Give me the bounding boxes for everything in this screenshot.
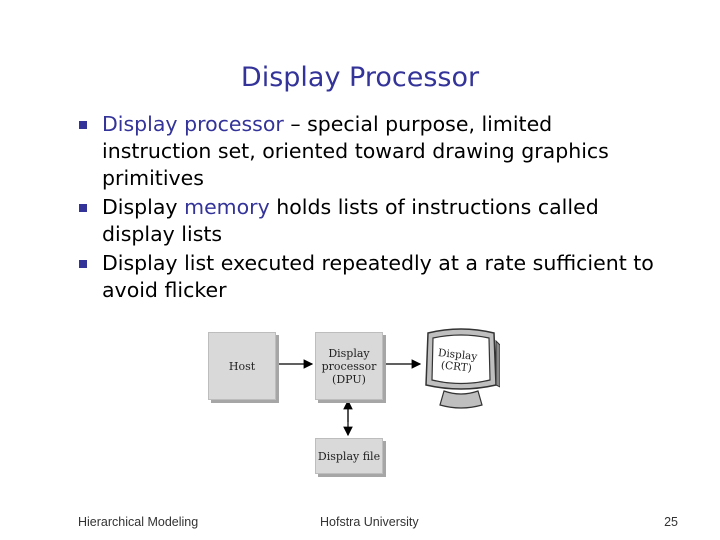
bullet-item: Display list executed repeatedly at a ra… (75, 250, 655, 304)
footer-course: Hierarchical Modeling (78, 515, 199, 529)
diagram-arrows (278, 359, 422, 437)
host-box: Host (208, 332, 276, 400)
bullet-highlight: Display processor (102, 112, 284, 136)
display-file-box: Display file (315, 438, 383, 474)
bullet-text: holds lists of instructions called displ… (102, 195, 599, 246)
crt-monitor-icon (425, 328, 500, 409)
slide-title: Display Processor (240, 62, 480, 93)
square-bullet-icon (79, 121, 87, 129)
bullet-text: Display list executed repeatedly at a ra… (102, 251, 654, 302)
bullet-prefix: Display (102, 195, 185, 219)
display-processor-diagram: Host Display processor (DPU) Display fil… (200, 322, 500, 482)
bullet-list: Display processor – special purpose, lim… (75, 111, 655, 304)
bullet-text: – special purpose, limited instruction s… (102, 112, 609, 190)
square-bullet-icon (79, 260, 87, 268)
page-number: 25 (664, 515, 678, 529)
footer-institution: Hofstra University (320, 515, 419, 529)
bullet-highlight: memory (184, 195, 270, 219)
square-bullet-icon (79, 204, 87, 212)
bullet-item: Display memory holds lists of instructio… (75, 194, 655, 248)
dpu-box: Display processor (DPU) (315, 332, 383, 400)
bullet-item: Display processor – special purpose, lim… (75, 111, 655, 192)
